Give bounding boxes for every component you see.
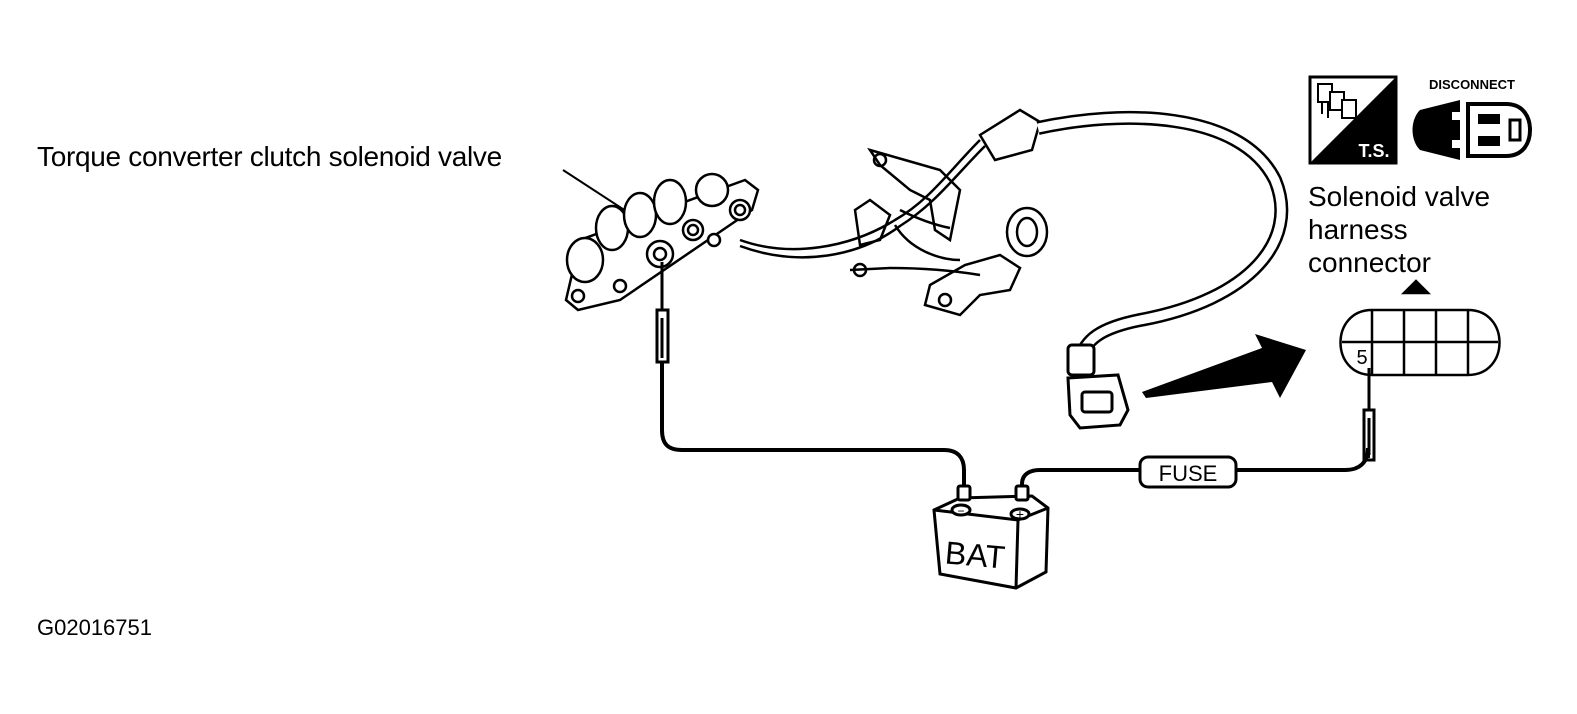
disconnect-label: DISCONNECT bbox=[1429, 77, 1515, 92]
fuse: FUSE bbox=[1138, 455, 1238, 489]
connector-label-line-2: harness bbox=[1308, 214, 1408, 245]
connector-face-view bbox=[1339, 279, 1501, 377]
connector-label: Solenoid valve harness connector bbox=[1308, 180, 1538, 279]
terminal-number: 5 bbox=[1356, 347, 1367, 369]
test-symbol-icon: T.S. bbox=[1308, 75, 1398, 165]
battery-negative-sign: − bbox=[957, 504, 964, 518]
battery-positive-sign: + bbox=[1016, 506, 1024, 522]
terminal-probe bbox=[1362, 368, 1376, 462]
harness-plug bbox=[1066, 343, 1130, 430]
harness-cable bbox=[1036, 110, 1289, 363]
test-symbol-label: T.S. bbox=[1358, 141, 1389, 161]
solenoid-valve-label: Torque converter clutch solenoid valve bbox=[37, 141, 502, 172]
fuse-label: FUSE bbox=[1159, 461, 1218, 486]
solenoid-valve-assembly bbox=[564, 172, 760, 312]
figure-id: G02016751 bbox=[37, 615, 152, 640]
solenoid-probe bbox=[655, 262, 670, 364]
connector-label-line-3: connector bbox=[1308, 247, 1431, 278]
battery-label: BAT bbox=[944, 534, 1007, 575]
disconnect-icon: DISCONNECT bbox=[1412, 77, 1533, 160]
connector-label-line-1: Solenoid valve bbox=[1308, 181, 1491, 212]
battery bbox=[932, 484, 1050, 590]
circuit-wires bbox=[660, 362, 1370, 492]
wiring-harness bbox=[739, 108, 1049, 317]
direction-arrow bbox=[1142, 334, 1306, 398]
